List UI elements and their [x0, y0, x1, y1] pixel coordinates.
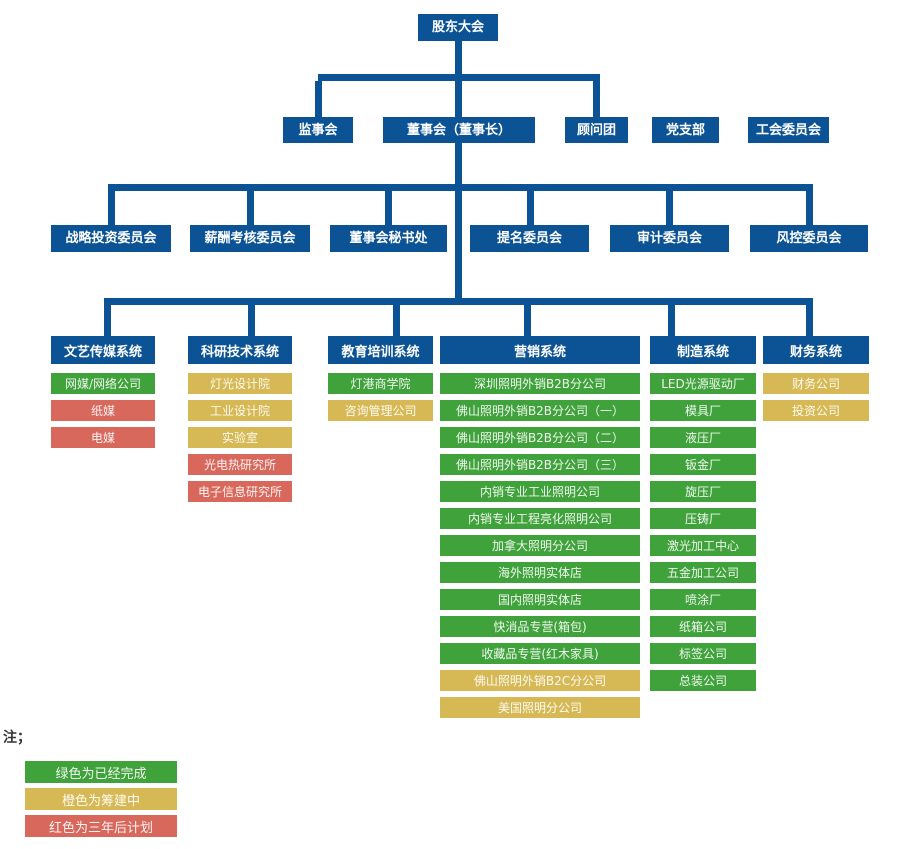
- org-node: 佛山照明外销B2B分公司（二）: [440, 427, 640, 448]
- board-secretariat-node: 董事会秘书处: [330, 225, 447, 252]
- education-system-column: 教育培训系统 灯港商学院咨询管理公司: [328, 336, 433, 427]
- org-node: 电子信息研究所: [188, 481, 292, 502]
- connector-line: [524, 305, 531, 336]
- audit-committee-node: 审计委员会: [610, 225, 729, 252]
- nomination-committee-node: 提名委员会: [470, 225, 589, 252]
- org-node: 灯港商学院: [328, 373, 433, 394]
- org-node: 咨询管理公司: [328, 400, 433, 421]
- org-node: 绿色为已经完成: [25, 761, 177, 783]
- connector-line: [318, 74, 600, 81]
- org-node: 收藏品专营(红木家具): [440, 643, 640, 664]
- org-node: 压铸厂: [650, 508, 756, 529]
- org-node: 光电热研究所: [188, 454, 292, 475]
- connector-line: [248, 305, 255, 336]
- org-node: 国内照明实体店: [440, 589, 640, 610]
- connector-line: [315, 81, 322, 117]
- org-node: 纸箱公司: [650, 616, 756, 637]
- connector-line: [666, 191, 673, 225]
- connector-line: [806, 305, 813, 336]
- advisory-group-node: 顾问团: [565, 117, 628, 143]
- media-system-header: 文艺传媒系统: [51, 336, 155, 364]
- org-node: 总装公司: [650, 670, 756, 691]
- research-system-column: 科研技术系统 灯光设计院工业设计院实验室光电热研究所电子信息研究所: [188, 336, 292, 508]
- media-system-column: 文艺传媒系统 网媒/网络公司纸媒电媒: [51, 336, 155, 454]
- org-node: 橙色为筹建中: [25, 788, 177, 810]
- org-node: 喷涂厂: [650, 589, 756, 610]
- finance-system-items: 财务公司投资公司: [763, 373, 869, 421]
- org-node: 纸媒: [51, 400, 155, 421]
- manufacturing-system-header: 制造系统: [650, 336, 756, 364]
- org-node: 美国照明分公司: [440, 697, 640, 718]
- org-node: 加拿大照明分公司: [440, 535, 640, 556]
- org-node: 钣金厂: [650, 454, 756, 475]
- connector-line: [593, 81, 600, 117]
- org-node: 激光加工中心: [650, 535, 756, 556]
- risk-control-committee-node: 风控委员会: [750, 225, 868, 252]
- connector-line: [455, 40, 462, 81]
- connector-line: [455, 81, 462, 117]
- connector-line: [104, 305, 111, 336]
- manufacturing-system-items: LED光源驱动厂模具厂液压厂钣金厂旋压厂压铸厂激光加工中心五金加工公司喷涂厂纸箱…: [650, 373, 756, 691]
- org-node: 模具厂: [650, 400, 756, 421]
- org-node: 佛山照明外销B2C分公司: [440, 670, 640, 691]
- org-node: 红色为三年后计划: [25, 815, 177, 837]
- connector-line: [668, 305, 675, 336]
- education-system-items: 灯港商学院咨询管理公司: [328, 373, 433, 421]
- org-node: 佛山照明外销B2B分公司（三）: [440, 454, 640, 475]
- org-node: 五金加工公司: [650, 562, 756, 583]
- org-node: 液压厂: [650, 427, 756, 448]
- education-system-header: 教育培训系统: [328, 336, 433, 364]
- org-node: LED光源驱动厂: [650, 373, 756, 394]
- org-node: 旋压厂: [650, 481, 756, 502]
- org-node: 电媒: [51, 427, 155, 448]
- org-node: 深圳照明外销B2B分公司: [440, 373, 640, 394]
- connector-line: [455, 143, 462, 305]
- manufacturing-system-column: 制造系统 LED光源驱动厂模具厂液压厂钣金厂旋压厂压铸厂激光加工中心五金加工公司…: [650, 336, 756, 697]
- org-node: 快消品专营(箱包): [440, 616, 640, 637]
- connector-line: [385, 191, 392, 225]
- finance-system-column: 财务系统 财务公司投资公司: [763, 336, 869, 427]
- marketing-system-header: 营销系统: [440, 336, 640, 364]
- org-node: 内销专业工业照明公司: [440, 481, 640, 502]
- connector-line: [527, 191, 534, 225]
- party-branch-node: 党支部: [652, 117, 719, 143]
- legend: 绿色为已经完成橙色为筹建中红色为三年后计划: [25, 761, 177, 842]
- labor-union-committee-node: 工会委员会: [748, 117, 829, 143]
- research-system-items: 灯光设计院工业设计院实验室光电热研究所电子信息研究所: [188, 373, 292, 502]
- connector-line: [104, 298, 813, 305]
- finance-system-header: 财务系统: [763, 336, 869, 364]
- org-node: 海外照明实体店: [440, 562, 640, 583]
- strategic-investment-committee-node: 战略投资委员会: [51, 225, 171, 252]
- board-of-directors-node: 董事会（董事长）: [383, 117, 535, 143]
- connector-line: [247, 191, 254, 225]
- org-node: 财务公司: [763, 373, 869, 394]
- shareholders-meeting-node: 股东大会: [418, 14, 498, 41]
- org-node: 投资公司: [763, 400, 869, 421]
- connector-line: [806, 191, 813, 225]
- legend-note: 注；: [3, 730, 31, 746]
- media-system-items: 网媒/网络公司纸媒电媒: [51, 373, 155, 448]
- org-node: 灯光设计院: [188, 373, 292, 394]
- supervisory-board-node: 监事会: [283, 117, 353, 143]
- org-node: 工业设计院: [188, 400, 292, 421]
- marketing-system-items: 深圳照明外销B2B分公司佛山照明外销B2B分公司（一） 佛山照明外销B2B分公司（…: [440, 373, 640, 718]
- org-node: 网媒/网络公司: [51, 373, 155, 394]
- compensation-assessment-committee-node: 薪酬考核委员会: [190, 225, 310, 252]
- org-node: 标签公司: [650, 643, 756, 664]
- org-node: 实验室: [188, 427, 292, 448]
- org-node: 佛山照明外销B2B分公司（一）: [440, 400, 640, 421]
- connector-line: [108, 191, 115, 225]
- org-node: 内销专业工程亮化照明公司: [440, 508, 640, 529]
- marketing-system-column: 营销系统 深圳照明外销B2B分公司佛山照明外销B2B分公司（一） 佛山照明外销B2…: [440, 336, 640, 724]
- connector-line: [393, 305, 400, 336]
- research-system-header: 科研技术系统: [188, 336, 292, 364]
- connector-line: [108, 184, 813, 191]
